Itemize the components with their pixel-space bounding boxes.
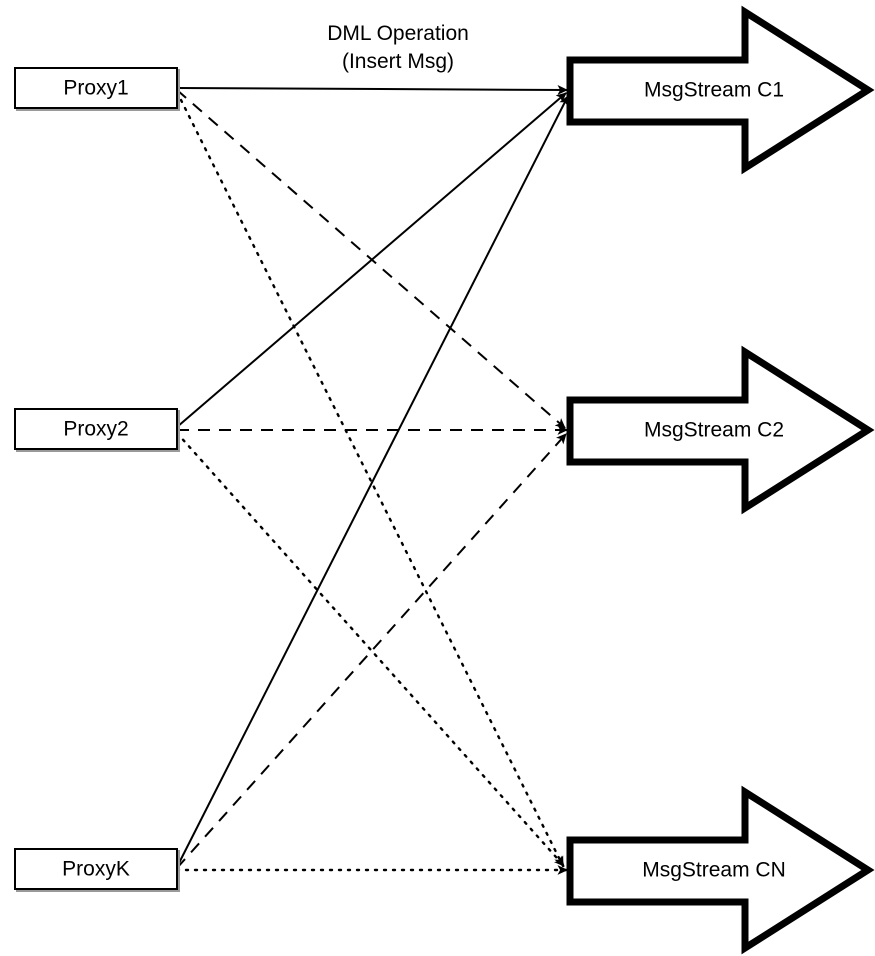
msgstream-c1-label: MsgStream C1 — [644, 79, 784, 102]
proxy-proxy2[interactable]: Proxy2 — [14, 408, 180, 452]
edge-proxy2-to-c1 — [176, 92, 567, 428]
msgstream-cn-shape — [566, 785, 875, 955]
proxy-proxy2-label: Proxy2 — [63, 418, 128, 441]
proxy-proxyk-box — [14, 848, 178, 890]
edge-label-line1: DML Operation — [327, 22, 469, 45]
msgstream-targets-layer: MsgStream C1 MsgStream C2 MsgStream CN — [566, 5, 875, 955]
edge-proxy1-to-c2 — [176, 89, 566, 429]
proxy-proxy1[interactable]: Proxy1 — [14, 67, 180, 111]
proxy-proxy1-box — [14, 67, 178, 109]
proxy-proxy2-box — [14, 408, 178, 450]
proxy-proxyk-label: ProxyK — [62, 858, 130, 881]
proxy-proxyk[interactable]: ProxyK — [14, 848, 180, 892]
msgstream-c2-label: MsgStream C2 — [644, 419, 784, 442]
edge-proxy1-to-c1 — [176, 85, 568, 95]
msgstream-c1[interactable]: MsgStream C1 — [566, 5, 875, 175]
msgstream-c2-shape — [566, 345, 875, 515]
edge-proxy1-to-cn — [175, 90, 565, 868]
edge-label-line2: (Insert Msg) — [342, 50, 454, 73]
edge-proxyk-to-c2 — [176, 433, 567, 869]
msgstream-cn[interactable]: MsgStream CN — [566, 785, 875, 955]
msgstream-cn-label: MsgStream CN — [642, 859, 786, 882]
msgstream-c1-shape — [566, 5, 875, 175]
edge-proxy2-to-cn — [175, 431, 566, 868]
edge-label-group: DML Operation (Insert Msg) — [327, 22, 469, 73]
edges-layer — [175, 85, 569, 875]
msgstream-c2[interactable]: MsgStream C2 — [566, 345, 875, 515]
edge-proxyk-to-c1 — [176, 95, 569, 868]
proxy-proxy1-label: Proxy1 — [63, 77, 128, 100]
